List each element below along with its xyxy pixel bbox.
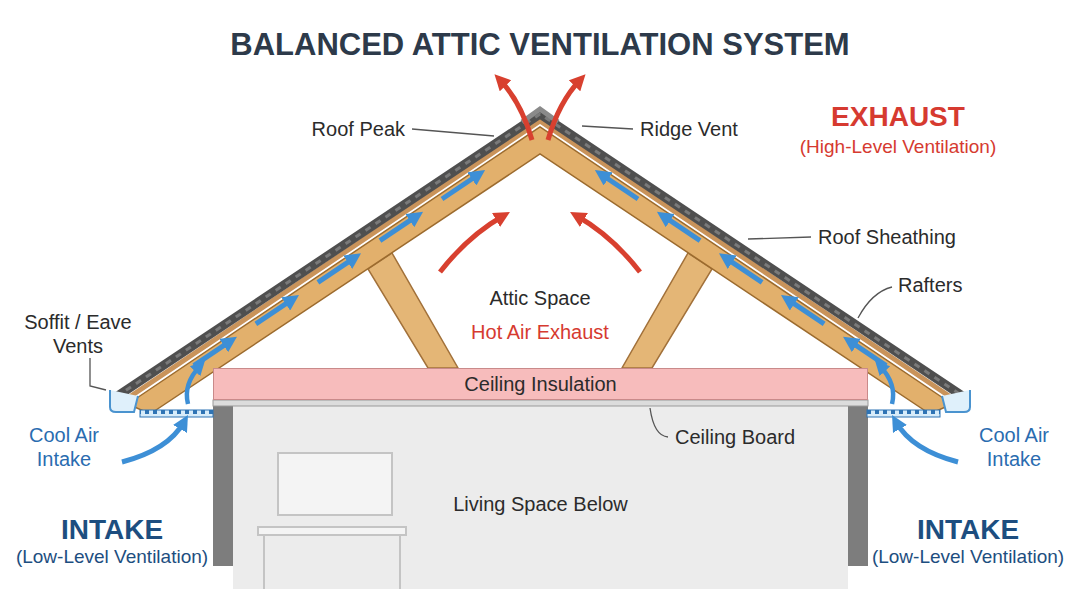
arrow-outline bbox=[122, 422, 184, 462]
rafter-flow-arrow bbox=[442, 175, 479, 200]
part-label: Roof Peak bbox=[312, 117, 405, 141]
flow-label: Cool Air Intake bbox=[14, 423, 114, 471]
insulation-band: Ceiling Insulation bbox=[213, 368, 868, 400]
flow-label: Hot Air Exhaust bbox=[471, 320, 609, 344]
part-label: Rafters bbox=[898, 273, 962, 297]
rafter bbox=[128, 127, 952, 414]
hot-air-arrow bbox=[440, 216, 503, 272]
intake-arrow bbox=[122, 422, 184, 462]
zone-subheading: (Low-Level Ventilation) bbox=[872, 546, 1064, 569]
node-text: Living Space Below bbox=[453, 492, 628, 516]
wall bbox=[213, 404, 233, 566]
part-label: Roof Sheathing bbox=[818, 225, 956, 249]
part-label: Ridge Vent bbox=[640, 117, 738, 141]
zone-heading: INTAKE bbox=[917, 513, 1019, 547]
room-ground bbox=[233, 406, 848, 589]
wall bbox=[848, 404, 868, 566]
leader-lines bbox=[90, 126, 892, 437]
roof-sheathing bbox=[122, 121, 958, 402]
space-label: Attic Space bbox=[489, 286, 590, 310]
rafter-flow-arrow bbox=[194, 341, 231, 366]
exhaust-arrow bbox=[500, 80, 532, 140]
rafter-flow-arrow bbox=[256, 299, 293, 324]
ceiling-board bbox=[213, 400, 868, 406]
rafter-flow-arrow bbox=[318, 258, 355, 283]
rafter-flow-arrow bbox=[380, 216, 417, 241]
eave-side bbox=[110, 80, 532, 462]
part-label: Soffit / Eave Vents bbox=[12, 310, 144, 358]
zone-heading: INTAKE bbox=[61, 513, 163, 547]
zone-heading: EXHAUST bbox=[831, 100, 965, 134]
flow-label: Cool Air Intake bbox=[964, 423, 1064, 471]
soffit-vent bbox=[140, 410, 213, 417]
part-label: Ceiling Board bbox=[675, 425, 795, 449]
zone-subheading: (Low-Level Ventilation) bbox=[16, 546, 208, 569]
zone-subheading: (High-Level Ventilation) bbox=[800, 136, 996, 159]
title: BALANCED ATTIC VENTILATION SYSTEM bbox=[230, 26, 849, 63]
node-text: Ceiling Insulation bbox=[464, 372, 616, 396]
intake-arrow bbox=[187, 366, 200, 404]
gutter bbox=[110, 390, 138, 412]
picture-frame bbox=[278, 453, 392, 515]
table bbox=[258, 527, 406, 589]
